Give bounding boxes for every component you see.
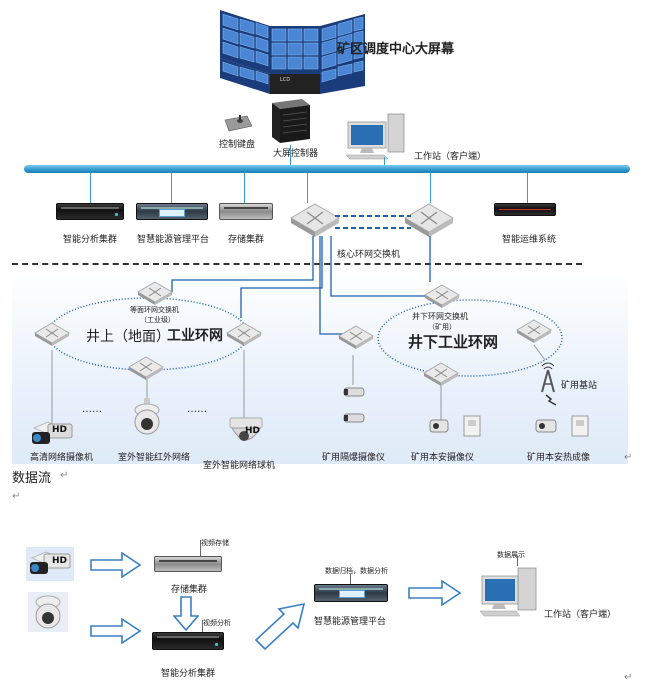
ring-switch-icon <box>128 356 164 380</box>
flow-analysis-server <box>152 632 224 650</box>
data-flow-diagram: HD 视频存储 存储集群 视频分析 智能分析集群 数据归档，数据分析 智慧能源管… <box>0 530 668 690</box>
face-switch-sub: （工业级） <box>140 316 175 324</box>
flow-workstation-label: 工作站（客户端） <box>544 610 617 620</box>
underground-ring-label: 井下工业环网 <box>408 333 499 351</box>
dome-camera-icon <box>35 595 61 629</box>
flow-energy-label: 智慧能源管理平台 <box>314 617 387 627</box>
intrinsic-camera-icon <box>429 415 481 437</box>
workstation-label: 工作站（客户端） <box>414 152 487 162</box>
paragraph-mark: ↵ <box>60 470 69 481</box>
control-keyboard-icon <box>224 115 253 132</box>
outdoor-ir-camera-icon <box>134 398 160 435</box>
flow-analysis-label: 智能分析集群 <box>161 669 216 679</box>
video-storage-label: 视频存储 <box>201 539 229 547</box>
core-switch-left-icon <box>290 203 340 237</box>
dots-left: …… <box>82 404 102 415</box>
outdoor-ir-label: 室外智能红外网络 <box>118 453 191 463</box>
paragraph-mark: ↵ <box>12 491 21 502</box>
connector <box>517 556 518 566</box>
ops-system-label: 智能运维系统 <box>502 235 557 245</box>
storage-cluster-server <box>219 203 273 220</box>
core-switch-right-icon <box>404 203 454 237</box>
connector <box>350 574 351 584</box>
hd-badge: HD <box>52 556 68 566</box>
video-wall <box>220 10 365 94</box>
hd-badge: HD <box>245 426 261 436</box>
video-analysis-label: 视频分析 <box>203 619 231 627</box>
network-backbone <box>24 165 630 173</box>
surface-ring-label-b: 工业环网 <box>167 328 223 344</box>
hd-badge: HD <box>52 425 68 435</box>
flow-energy-server <box>314 584 388 602</box>
energy-platform-label: 智慧能源管理平台 <box>137 235 210 245</box>
keyboard-label: 控制键盘 <box>219 140 256 150</box>
ring-switch-icon <box>516 319 552 343</box>
ring-switch-icon <box>34 322 70 346</box>
lightning-icon <box>545 394 557 406</box>
connector <box>307 173 308 203</box>
connector <box>90 173 91 203</box>
ops-system-server <box>494 203 556 216</box>
explosion-camera-icon <box>343 387 365 423</box>
outdoor-dome-camera-icon <box>229 417 263 441</box>
underground-switch-label: 井下环网交换机 <box>412 312 468 321</box>
hd-camera-label: 高清网络摄像机 <box>30 453 94 463</box>
connector <box>200 540 201 556</box>
face-switch-label: 等面环网交换机 <box>130 306 179 314</box>
surface-ring <box>47 297 563 430</box>
base-station-label: 矿用基站 <box>561 381 598 391</box>
workstation-icon <box>346 113 405 160</box>
arrow-down-icon <box>173 596 199 632</box>
flow-workstation-icon <box>480 567 537 617</box>
paragraph-mark: ↵ <box>624 672 633 683</box>
connector <box>430 173 431 203</box>
connector <box>384 157 385 165</box>
connector <box>527 173 528 203</box>
intrinsic-camera-label: 矿用本安摄像仪 <box>411 453 475 463</box>
dots-right: …… <box>187 404 207 415</box>
flow-dome-camera-tile <box>28 592 68 632</box>
core-switch-label: 核心环网交换机 <box>337 250 401 260</box>
lcd-label: LCD <box>280 77 291 83</box>
connector <box>244 173 245 203</box>
data-display-label: 数据展示 <box>497 551 525 559</box>
data-label: 数据归档，数据分析 <box>325 567 388 575</box>
underground-switch-icon <box>424 284 460 308</box>
face-switch-icon <box>137 281 173 305</box>
surface-underground-divider <box>12 263 582 265</box>
explosion-camera-label: 矿用隔爆摄像仪 <box>322 453 386 463</box>
storage-cluster-label: 存储集群 <box>228 235 265 245</box>
analysis-cluster-server <box>56 203 124 220</box>
ring-switch-icon <box>226 322 262 346</box>
hd-camera-icon <box>32 421 73 444</box>
network-topology-diagram: LCD 矿区调度中心大屏幕 控制键盘 大屏控制器 工作站（客户端） 智能分析集群… <box>12 10 630 471</box>
outdoor-dome-label: 室外智能网络球机 <box>203 461 276 471</box>
connector <box>171 173 172 203</box>
ring-switch-icon <box>338 325 374 349</box>
base-station-icon <box>541 362 555 393</box>
analysis-cluster-label: 智能分析集群 <box>63 235 118 245</box>
arrow-right-icon <box>90 618 142 644</box>
hd-camera-icon <box>30 551 71 574</box>
section-title: 数据流 <box>12 471 52 486</box>
underground-switch-sub: （矿用） <box>428 323 456 331</box>
screen-controller-icon <box>272 99 310 143</box>
connector <box>290 145 291 165</box>
flow-storage-label: 存储集群 <box>171 585 208 595</box>
energy-platform-server <box>136 203 208 220</box>
controller-label: 大屏控制器 <box>273 149 319 159</box>
flow-hd-camera-tile: HD <box>26 547 74 581</box>
arrow-right-icon <box>408 580 462 606</box>
core-switch-links <box>335 215 411 229</box>
arrow-right-icon <box>90 552 142 578</box>
big-screen-label: 矿区调度中心大屏幕 <box>337 42 455 57</box>
connector <box>202 620 203 632</box>
thermal-camera-icon <box>535 415 589 437</box>
thermal-label: 矿用本安热成像 <box>527 453 591 463</box>
paragraph-mark: ↵ <box>624 452 633 463</box>
flow-storage-server <box>154 556 222 572</box>
arrow-diagonal-icon <box>254 602 306 650</box>
surface-ring-label-a: 井上（地面） <box>86 329 170 345</box>
ring-switch-icon <box>423 362 459 386</box>
